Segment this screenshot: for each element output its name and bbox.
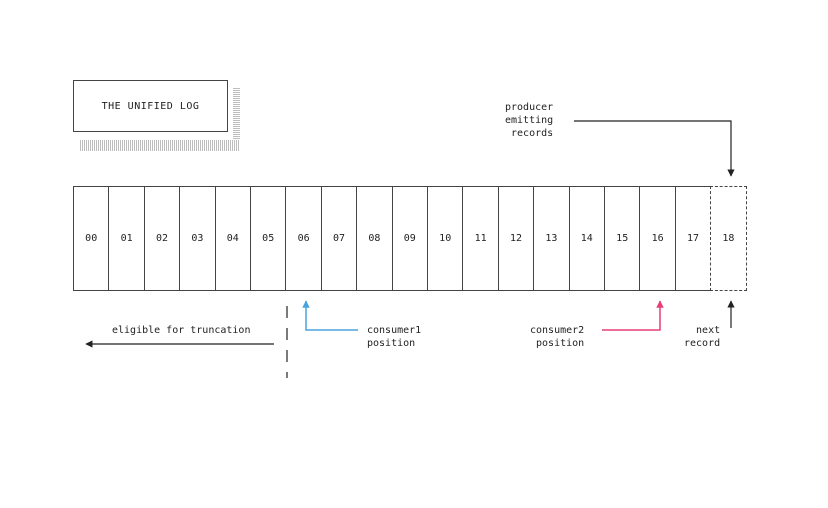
log-cell-04: 04 — [214, 186, 251, 291]
log-cell-05: 05 — [250, 186, 287, 291]
log-cell-09: 09 — [391, 186, 428, 291]
next-record-label-line-1: next — [696, 325, 721, 336]
title-box-shadow-bottom — [80, 140, 240, 151]
truncation-label: eligible for truncation — [112, 325, 251, 336]
consumer1-label: consumer1 position — [367, 324, 421, 350]
title-box-shadow-right — [233, 88, 240, 140]
next-record-label: next record — [684, 324, 720, 350]
log-cell-next: 18 — [710, 186, 747, 291]
log-cell-06: 06 — [285, 186, 322, 291]
diagram-title: THE UNIFIED LOG — [73, 80, 228, 132]
consumer2-label-line-1: consumer2 — [530, 325, 585, 336]
consumer1-arrow — [302, 300, 358, 331]
log-cell-14: 14 — [568, 186, 605, 291]
log-cell-10: 10 — [427, 186, 464, 291]
log-cell-08: 08 — [356, 186, 393, 291]
consumer1-label-line-1: consumer1 — [367, 325, 422, 336]
producer-arrow — [574, 120, 735, 177]
producer-label-line-3: records — [511, 128, 554, 139]
producer-label-line-2: emitting — [505, 115, 554, 126]
consumer2-label-line-2: position — [536, 338, 585, 349]
next-record-label-line-2: record — [684, 338, 721, 349]
consumer2-label: consumer2 position — [530, 324, 584, 350]
producer-label-line-1: producer — [505, 102, 554, 113]
consumer1-label-line-2: position — [367, 338, 416, 349]
log-cell-13: 13 — [533, 186, 570, 291]
log-cell-15: 15 — [604, 186, 641, 291]
producer-label: producer emitting records — [505, 101, 553, 140]
consumer2-arrow — [602, 300, 664, 331]
log-cell-07: 07 — [320, 186, 358, 291]
